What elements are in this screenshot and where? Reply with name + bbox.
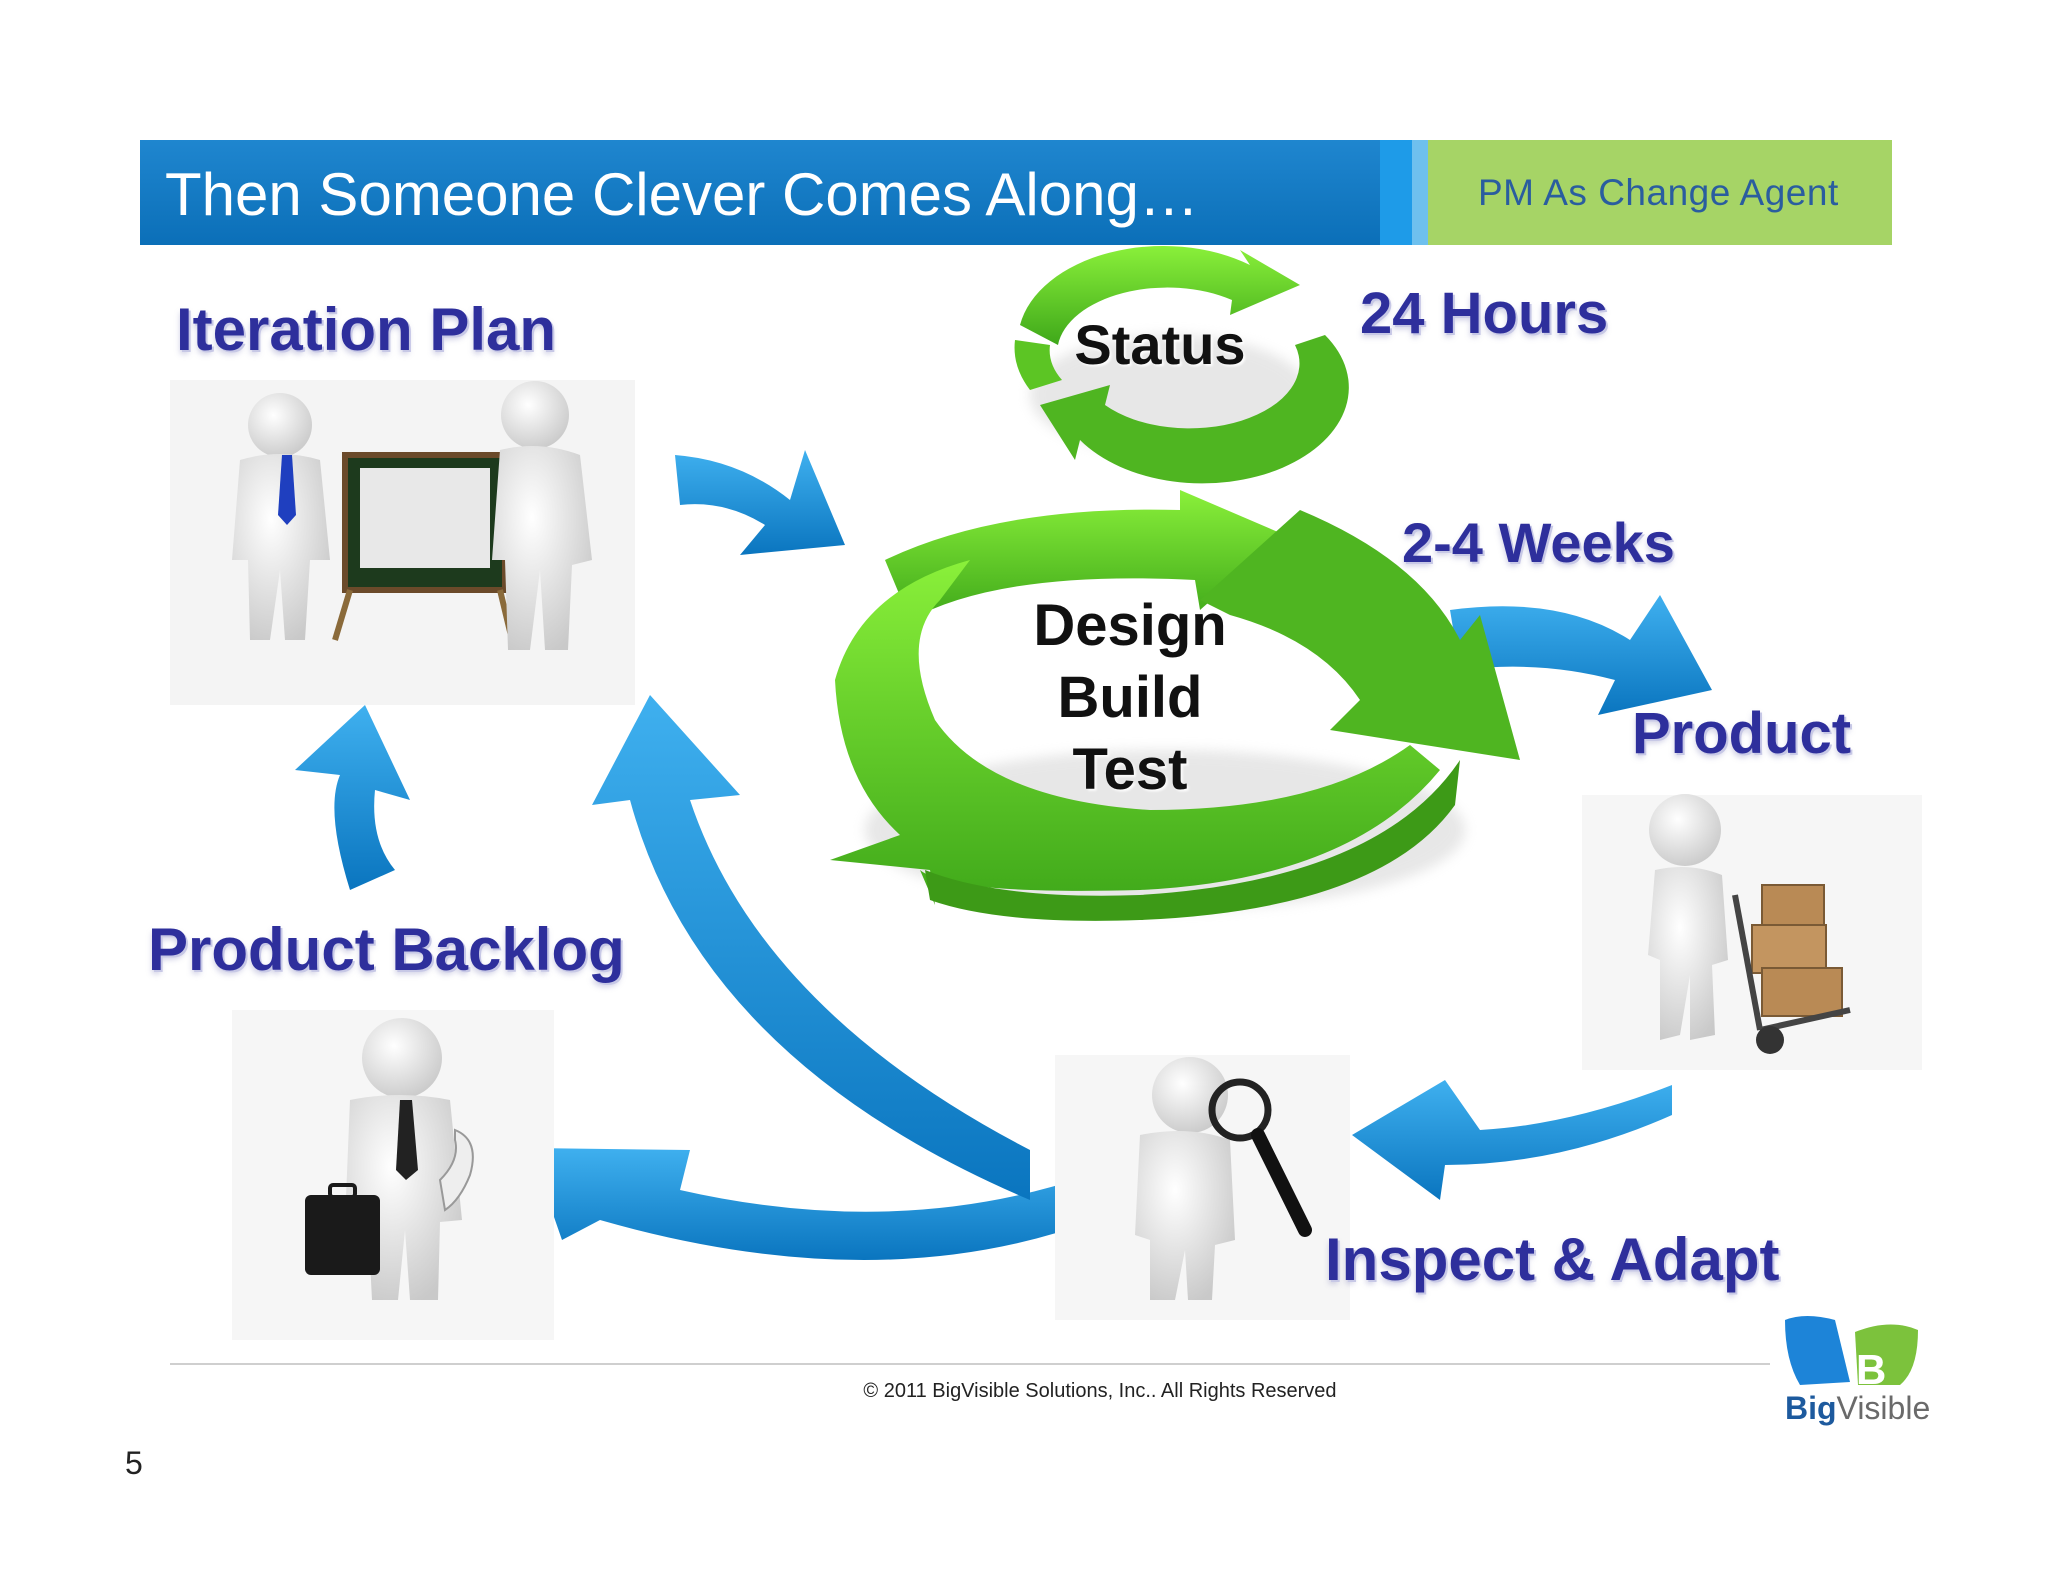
label-2-4-weeks: 2-4 Weeks (1402, 511, 1675, 574)
section-bar (1428, 140, 1892, 245)
slide-title: Then Someone Clever Comes Along… (165, 161, 1199, 228)
arrow-cycle-to-product (1450, 595, 1712, 715)
title-bar (140, 140, 1412, 245)
cycle-label-status: Status (1074, 313, 1246, 376)
page-number: 5 (125, 1445, 143, 1481)
arrow-backlog-to-plan (295, 705, 410, 890)
label-24-hours: 24 Hours (1360, 281, 1609, 346)
title-accent-stripe (1380, 140, 1412, 245)
logo-wordmark-light: Visible (1836, 1390, 1931, 1426)
bigvisible-logo: B (1785, 1316, 1918, 1393)
copyright-notice: © 2011 BigVisible Solutions, Inc.. All R… (863, 1380, 1337, 1402)
status-cycle-ring (1014, 245, 1349, 484)
arrow-inspect-to-plan (592, 695, 1030, 1200)
businessman-with-briefcase-figure (232, 1010, 554, 1340)
arrow-plan-to-cycle (675, 450, 845, 555)
iteration-cycle-ring (830, 490, 1520, 921)
section-title: PM As Change Agent (1478, 172, 1839, 213)
delivery-figure-with-hand-truck (1582, 794, 1922, 1070)
cycle-word-build: Build (1057, 665, 1203, 730)
label-product: Product (1632, 701, 1852, 766)
cycle-word-test: Test (1072, 737, 1188, 802)
label-inspect-adapt: Inspect & Adapt (1325, 1226, 1780, 1293)
meeting-at-whiteboard-figure (170, 380, 635, 705)
label-product-backlog: Product Backlog (148, 916, 625, 983)
footer-divider (170, 1363, 1770, 1365)
logo-wordmark: BigVisible (1785, 1390, 1930, 1427)
logo-wordmark-bold: Big (1785, 1390, 1837, 1426)
cycle-word-design: Design (1033, 593, 1227, 658)
inspector-with-magnifier-figure (1055, 1055, 1350, 1320)
title-accent-stripe-light (1412, 140, 1428, 245)
svg-text:B: B (1856, 1346, 1886, 1393)
arrow-product-to-inspect (1352, 1080, 1672, 1200)
arrow-inspect-to-backlog (530, 1148, 1095, 1260)
cycle-label-design-build-test: Design Build Test (1030, 590, 1230, 806)
label-iteration-plan: Iteration Plan (176, 296, 557, 363)
